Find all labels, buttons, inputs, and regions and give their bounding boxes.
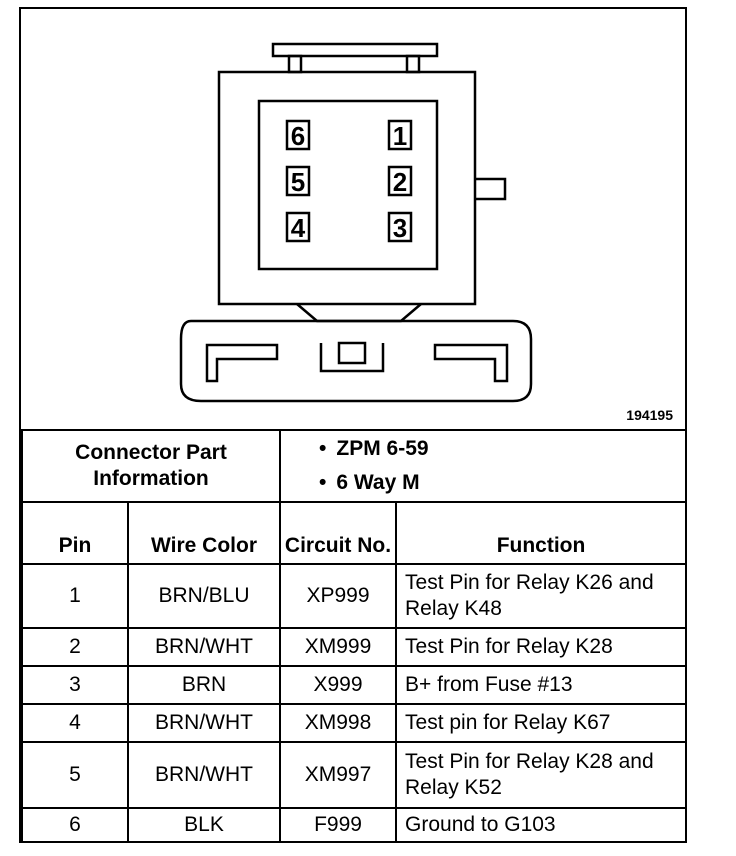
wire-color-cell: BRN/BLU <box>126 563 282 629</box>
connector-info-list: ZPM 6-59 6 Way M <box>279 429 688 503</box>
connector-info-item: 6 Way M <box>319 466 685 500</box>
pin-label-1: 1 <box>393 121 407 151</box>
wire-color-cell: BRN/WHT <box>126 741 282 809</box>
wire-color-cell: BLK <box>126 807 282 843</box>
connector-drawing: 6 5 4 1 2 3 <box>179 42 533 403</box>
pin-label-4: 4 <box>291 213 306 243</box>
pin-label-6: 6 <box>291 121 305 151</box>
table-row: 4 BRN/WHT XM998 Test pin for Relay K67 <box>21 703 688 743</box>
header-pin: Pin <box>21 501 129 565</box>
function-cell: Test Pin for Relay K28 and Relay K52 <box>395 741 688 809</box>
table-row: 5 BRN/WHT XM997 Test Pin for Relay K28 a… <box>21 741 688 809</box>
function-cell: Ground to G103 <box>395 807 688 843</box>
circuit-cell: XM998 <box>279 703 398 743</box>
wire-color-cell: BRN <box>126 665 282 705</box>
wire-color-cell: BRN/WHT <box>126 703 282 743</box>
wire-color-cell: BRN/WHT <box>126 627 282 667</box>
pin-label-2: 2 <box>393 167 407 197</box>
circuit-cell: X999 <box>279 665 398 705</box>
table-row: 2 BRN/WHT XM999 Test Pin for Relay K28 <box>21 627 688 667</box>
function-cell: Test Pin for Relay K26 and Relay K48 <box>395 563 688 629</box>
connector-diagram: 6 5 4 1 2 3 194195 <box>21 9 685 429</box>
circuit-cell: XM997 <box>279 741 398 809</box>
pin-label-5: 5 <box>291 167 305 197</box>
table-row: 6 BLK F999 Ground to G103 <box>21 807 688 843</box>
header-row: Pin Wire Color Circuit No. Function <box>21 501 688 565</box>
circuit-cell: XP999 <box>279 563 398 629</box>
function-cell: Test Pin for Relay K28 <box>395 627 688 667</box>
pin-cell: 6 <box>21 807 129 843</box>
header-circuit-no: Circuit No. <box>279 501 398 565</box>
circuit-cell: F999 <box>279 807 398 843</box>
connector-frame: 6 5 4 1 2 3 194195 Connector Part Inform… <box>19 7 688 843</box>
table-row: 1 BRN/BLU XP999 Test Pin for Relay K26 a… <box>21 563 688 629</box>
header-wire-color: Wire Color <box>126 501 282 565</box>
function-cell: B+ from Fuse #13 <box>395 665 688 705</box>
pin-cell: 5 <box>21 741 129 809</box>
table-row: 3 BRN X999 B+ from Fuse #13 <box>21 665 688 705</box>
figure-number: 194195 <box>626 407 673 423</box>
pin-label-3: 3 <box>393 213 407 243</box>
pin-cell: 1 <box>21 563 129 629</box>
connector-info-item: ZPM 6-59 <box>319 432 685 466</box>
connector-info-row: Connector Part Information ZPM 6-59 6 Wa… <box>20 429 688 503</box>
pin-cell: 2 <box>21 627 129 667</box>
pinout-table: Connector Part Information ZPM 6-59 6 Wa… <box>20 429 688 843</box>
function-cell: Test pin for Relay K67 <box>395 703 688 743</box>
connector-info-title: Connector Part Information <box>20 429 282 503</box>
circuit-cell: XM999 <box>279 627 398 667</box>
header-function: Function <box>395 501 688 565</box>
pin-cell: 3 <box>21 665 129 705</box>
pin-cell: 4 <box>21 703 129 743</box>
